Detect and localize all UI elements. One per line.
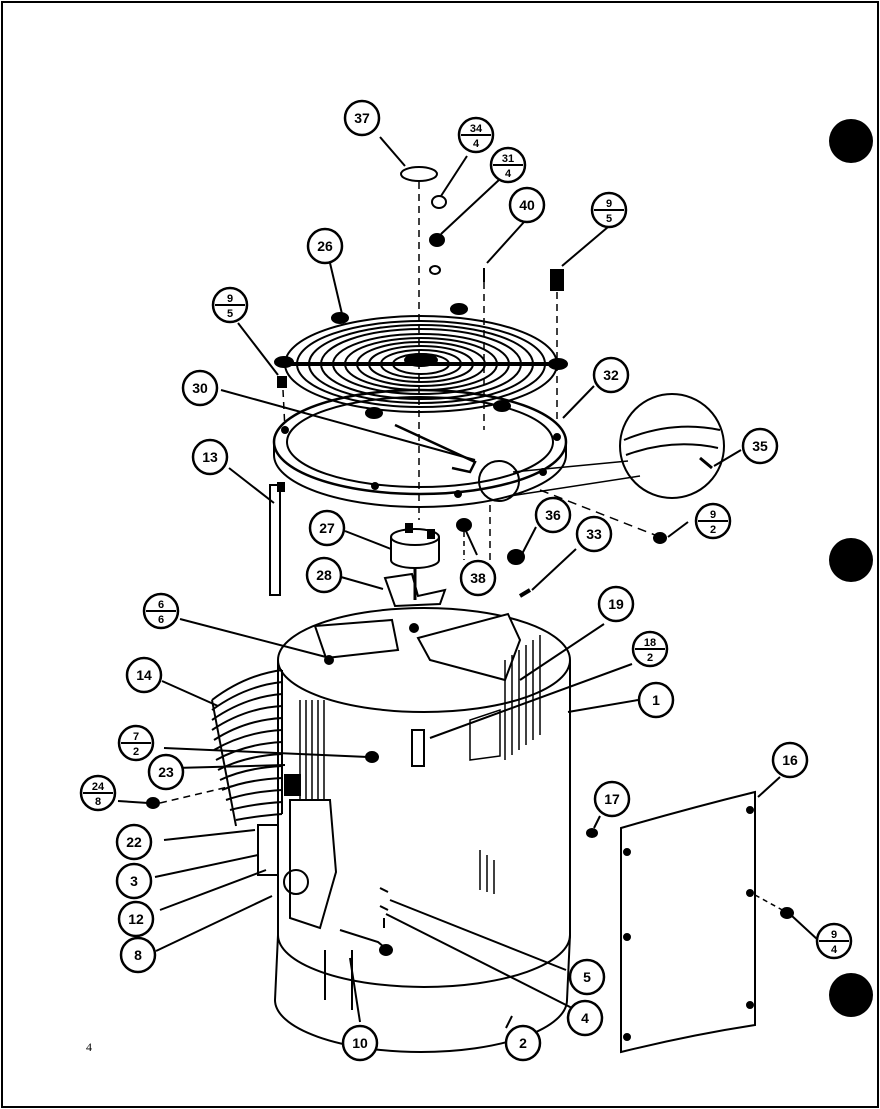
callout-number: 16 xyxy=(782,752,798,768)
detail-view xyxy=(619,393,725,499)
fraction-top: 31 xyxy=(502,153,514,165)
callout-number: 17 xyxy=(604,791,620,807)
callout-number: 36 xyxy=(545,507,561,523)
callout-number: 3 xyxy=(130,873,138,889)
callout-circle xyxy=(125,656,163,694)
callout-circle xyxy=(306,227,344,265)
fraction-bottom: 2 xyxy=(710,524,716,536)
binder-hole xyxy=(829,538,873,582)
callout-number: 14 xyxy=(136,667,152,683)
fraction-bottom: 8 xyxy=(95,796,101,808)
callout-circle xyxy=(181,369,219,407)
fraction-top: 9 xyxy=(227,293,233,305)
callout-circle xyxy=(147,753,185,791)
callout-number: 30 xyxy=(192,380,208,396)
callout-circle xyxy=(597,585,635,623)
callout-number: 23 xyxy=(158,764,174,780)
callout-circle xyxy=(115,862,153,900)
callout-number: 19 xyxy=(608,596,624,612)
callout-number: 5 xyxy=(583,969,591,985)
callout-circle xyxy=(566,999,604,1037)
fraction-bottom: 5 xyxy=(606,213,612,225)
callout-circle xyxy=(637,681,675,719)
callout-circle xyxy=(308,509,346,547)
binder-hole xyxy=(829,119,873,163)
callout-circle xyxy=(459,559,497,597)
callout-circle xyxy=(119,936,157,974)
leader-lines xyxy=(117,136,819,1029)
base-pan xyxy=(273,887,571,1053)
callout-circle xyxy=(568,958,606,996)
cap-part xyxy=(400,166,438,182)
fraction-top: 18 xyxy=(644,637,656,649)
orifice-ring xyxy=(272,388,568,508)
callout-number: 12 xyxy=(128,911,144,927)
callout-number: 1 xyxy=(652,692,660,708)
nut-part xyxy=(431,195,447,209)
callout-number: 13 xyxy=(202,449,218,465)
callout-circle xyxy=(771,741,809,779)
callout-circle xyxy=(191,438,229,476)
rod-part xyxy=(269,484,281,596)
callout-number: 32 xyxy=(603,367,619,383)
callout-number: 33 xyxy=(586,526,602,542)
callout-number: 10 xyxy=(352,1035,368,1051)
fraction-top: 24 xyxy=(92,781,105,793)
fin-pack xyxy=(299,635,541,894)
motor-bracket xyxy=(394,423,477,474)
parts-drawing xyxy=(117,136,819,1054)
washer-part xyxy=(429,265,441,275)
callout-number: 4 xyxy=(581,1010,589,1026)
callout-circle xyxy=(341,1024,379,1062)
fraction-top: 34 xyxy=(470,123,483,135)
side-panel xyxy=(586,790,794,1054)
fraction-bottom: 6 xyxy=(158,614,164,626)
nut-part xyxy=(429,233,445,247)
callout-number: 27 xyxy=(319,520,335,536)
fraction-bottom: 4 xyxy=(473,138,480,150)
fan-blade xyxy=(383,572,447,608)
fraction-bottom: 5 xyxy=(227,308,233,320)
callout-circle xyxy=(593,780,631,818)
fraction-top: 9 xyxy=(606,198,612,210)
fraction-bottom: 2 xyxy=(133,746,139,758)
callout-circle xyxy=(504,1024,542,1062)
callout-circle xyxy=(115,823,153,861)
fan-grille xyxy=(274,303,568,419)
callout-number: 2 xyxy=(519,1035,527,1051)
callout-number: 8 xyxy=(134,947,142,963)
callout-number: 38 xyxy=(470,570,486,586)
terminal-part xyxy=(411,729,425,767)
callout-number: 26 xyxy=(317,238,333,254)
fraction-top: 6 xyxy=(158,599,164,611)
callouts-layer: 1234581012131416171922232627283032333536… xyxy=(79,99,853,1062)
fraction-bottom: 4 xyxy=(505,168,512,180)
page-number: 4 xyxy=(86,1040,92,1054)
fraction-top: 9 xyxy=(710,509,716,521)
fraction-bottom: 2 xyxy=(647,652,653,664)
callout-circle xyxy=(741,427,779,465)
fraction-bottom: 4 xyxy=(831,944,838,956)
callout-circle xyxy=(343,99,381,137)
callout-circle xyxy=(508,186,546,224)
callout-circle xyxy=(575,515,613,553)
callout-circle xyxy=(534,496,572,534)
callout-number: 28 xyxy=(316,567,332,583)
screw-part xyxy=(550,269,564,291)
callout-circle xyxy=(117,900,155,938)
callout-number: 22 xyxy=(126,834,142,850)
callout-circle xyxy=(305,556,343,594)
callout-number: 40 xyxy=(519,197,535,213)
callout-circle xyxy=(592,356,630,394)
binder-hole xyxy=(829,973,873,1017)
callout-number: 35 xyxy=(752,438,768,454)
callout-number: 37 xyxy=(354,110,370,126)
fraction-top: 9 xyxy=(831,929,837,941)
fraction-top: 7 xyxy=(133,731,139,743)
